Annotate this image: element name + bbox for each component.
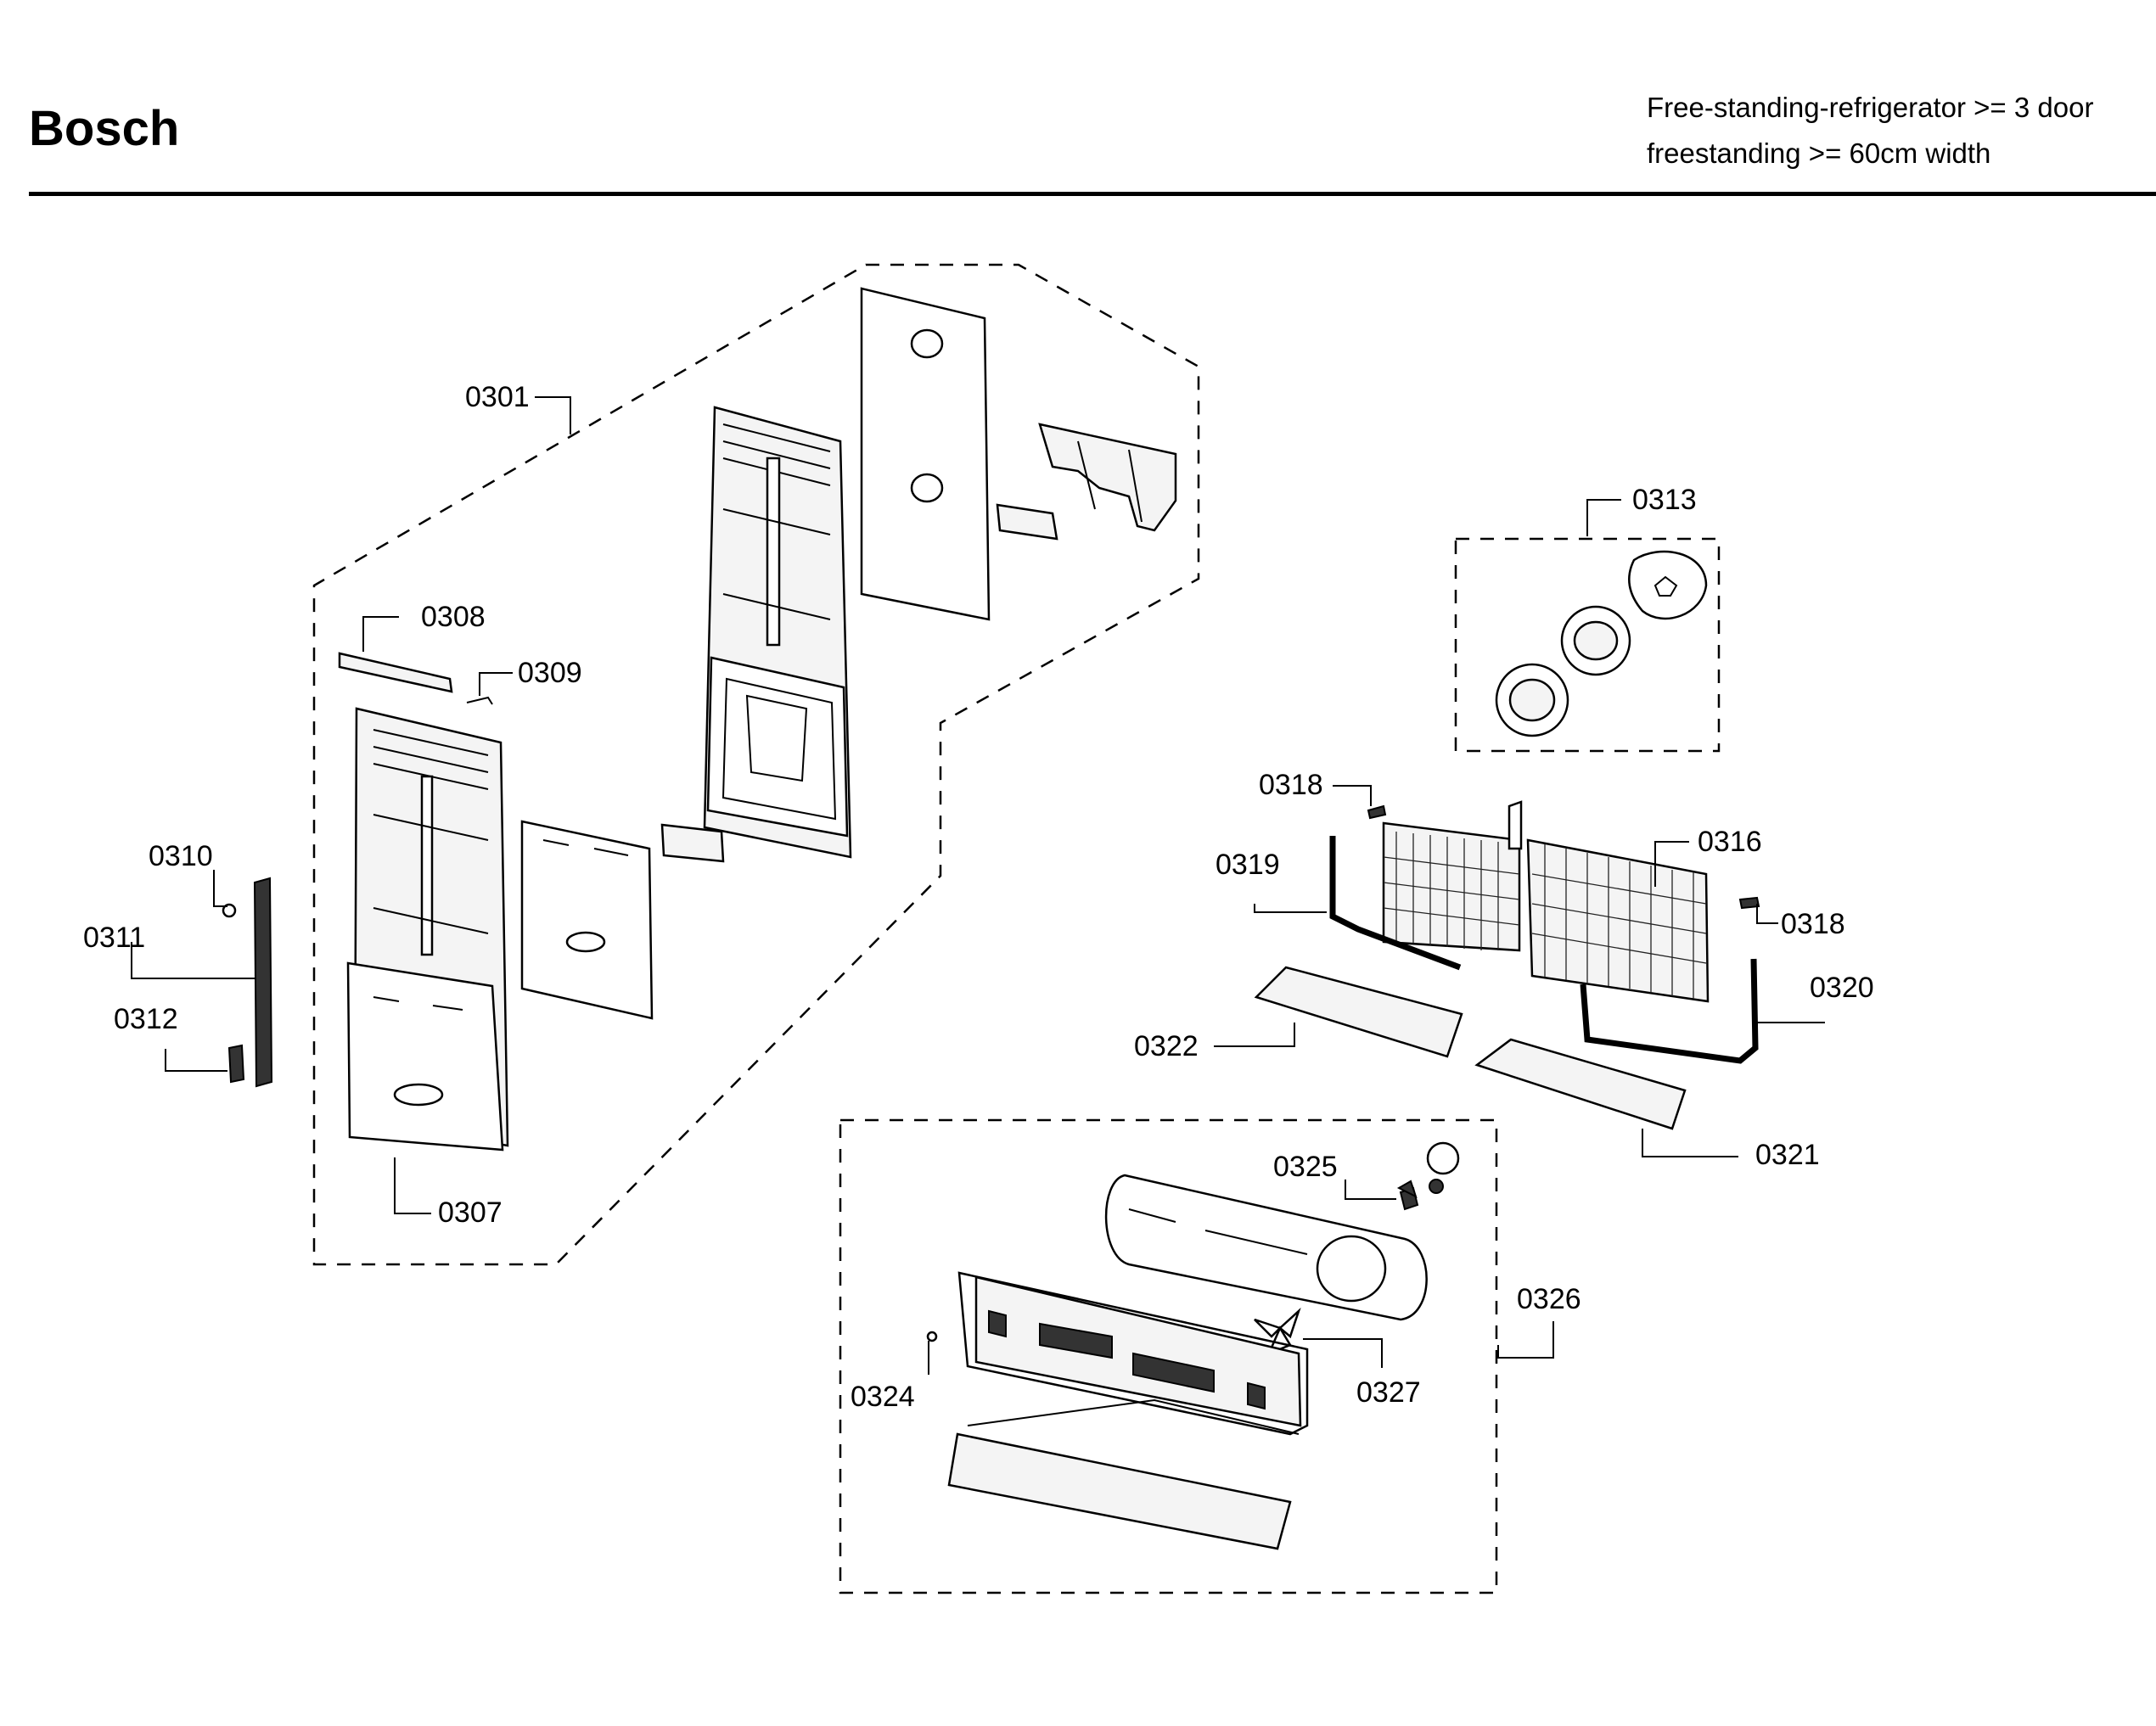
- fan-duct-cover: [1104, 1174, 1428, 1321]
- door-trim-strip: [338, 652, 453, 693]
- lower-temperature-sensor: [1738, 896, 1760, 910]
- label-part-0320: 0320: [1810, 972, 1874, 1004]
- label-part-0307: 0307: [438, 1196, 503, 1229]
- fan-motor-assembly: [1495, 550, 1708, 737]
- label-part-0310: 0310: [149, 840, 213, 872]
- label-part-0308: 0308: [421, 601, 486, 633]
- door-handle-piece: [660, 823, 725, 863]
- right-drain-trough: [1474, 1038, 1687, 1130]
- label-part-0316: 0316: [1698, 826, 1762, 858]
- evaporator-cover-panel: [947, 1271, 1309, 1550]
- hinge-strip: [222, 877, 273, 1088]
- label-part-0318-upper: 0318: [1259, 769, 1323, 801]
- label-part-0324: 0324: [851, 1381, 915, 1413]
- label-part-0313: 0313: [1632, 484, 1697, 516]
- insulation-panel: [860, 287, 991, 621]
- door-clip: [466, 696, 493, 705]
- label-part-0327: 0327: [1356, 1376, 1421, 1409]
- appliance-description: Free-standing-refrigerator >= 3 door fre…: [1647, 85, 2093, 177]
- left-drain-trough: [1254, 966, 1463, 1058]
- fan-motor-group-outline: [1454, 537, 1721, 753]
- label-part-0309: 0309: [518, 657, 582, 689]
- fan-cover-group-outline: [839, 1118, 1498, 1594]
- cover-screw: [926, 1331, 938, 1342]
- label-part-0312: 0312: [114, 1003, 178, 1035]
- label-part-0321: 0321: [1755, 1139, 1820, 1171]
- fan-motor-bracket: [1396, 1141, 1460, 1211]
- hinge-bracket: [996, 423, 1177, 541]
- label-part-0319: 0319: [1216, 849, 1280, 881]
- label-part-0322: 0322: [1134, 1030, 1199, 1062]
- label-part-0325: 0325: [1273, 1151, 1338, 1183]
- label-part-0311: 0311: [83, 922, 145, 954]
- door-assembly-outline: [312, 263, 1200, 1266]
- appliance-description-line-2: freestanding >= 60cm width: [1647, 137, 1991, 169]
- inner-panel: [520, 820, 654, 1020]
- evaporator-coil: [1382, 800, 1710, 1003]
- door-front-panel: [346, 961, 504, 1152]
- brand-title: Bosch: [29, 101, 180, 156]
- label-0326-bracket: [1497, 1345, 1553, 1359]
- appliance-description-line-1: Free-standing-refrigerator >= 3 door: [1647, 92, 2094, 123]
- label-part-0301: 0301: [465, 381, 530, 413]
- header-divider: [29, 192, 2156, 196]
- upper-temperature-sensor: [1367, 804, 1387, 820]
- left-defrost-heater: [1329, 836, 1462, 971]
- right-defrost-heater: [1580, 958, 1759, 1064]
- leader-lines: [131, 396, 1825, 1375]
- door-liner-upper: [703, 406, 852, 859]
- label-part-0318-lower: 0318: [1781, 908, 1845, 940]
- label-part-0326: 0326: [1517, 1283, 1581, 1315]
